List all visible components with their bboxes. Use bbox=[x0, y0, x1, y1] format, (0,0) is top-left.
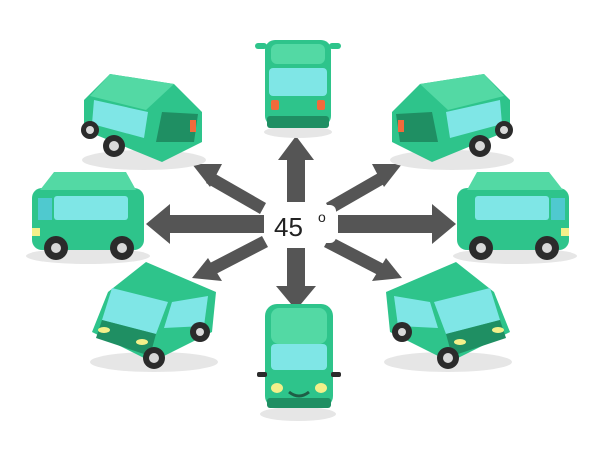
arrow-up-right bbox=[326, 164, 402, 214]
headlight-right bbox=[492, 327, 504, 333]
arrow-up-left bbox=[192, 164, 266, 214]
headlight-right bbox=[98, 327, 110, 333]
car-front-right-view bbox=[384, 262, 512, 372]
right-mirror bbox=[331, 372, 341, 377]
headlight bbox=[561, 228, 569, 236]
headlight-right bbox=[315, 383, 327, 393]
center-label-background bbox=[264, 205, 336, 243]
headlight-left bbox=[136, 339, 148, 345]
arrow-down-right bbox=[324, 236, 402, 281]
arrow-group bbox=[146, 136, 456, 310]
car-rear-left-view bbox=[81, 74, 206, 170]
headlight-left bbox=[454, 339, 466, 345]
taillight bbox=[190, 120, 196, 132]
angle-value: 45 bbox=[274, 212, 303, 242]
left-mirror bbox=[255, 43, 267, 49]
grille bbox=[288, 390, 310, 398]
center-angle-label: 45 o bbox=[264, 205, 336, 243]
arrow-up bbox=[278, 136, 314, 202]
car-right-side-view bbox=[453, 172, 577, 264]
headlight-left bbox=[271, 383, 283, 393]
arrow-down bbox=[276, 248, 316, 310]
car-rear-right-view bbox=[390, 74, 514, 170]
car-front-left-view bbox=[90, 262, 218, 372]
headlight bbox=[32, 228, 40, 236]
taillight-left bbox=[271, 100, 279, 110]
taillight bbox=[398, 120, 404, 132]
right-mirror bbox=[329, 43, 341, 49]
car-rear-view bbox=[255, 40, 341, 138]
arrow-down-left bbox=[192, 236, 268, 281]
degree-symbol: o bbox=[318, 209, 326, 225]
left-mirror bbox=[257, 372, 267, 377]
car-left-side-view bbox=[26, 172, 150, 264]
car-front-view bbox=[257, 304, 341, 421]
arrow-left bbox=[146, 204, 264, 244]
taillight-right bbox=[317, 100, 325, 110]
arrow-right bbox=[338, 204, 456, 244]
